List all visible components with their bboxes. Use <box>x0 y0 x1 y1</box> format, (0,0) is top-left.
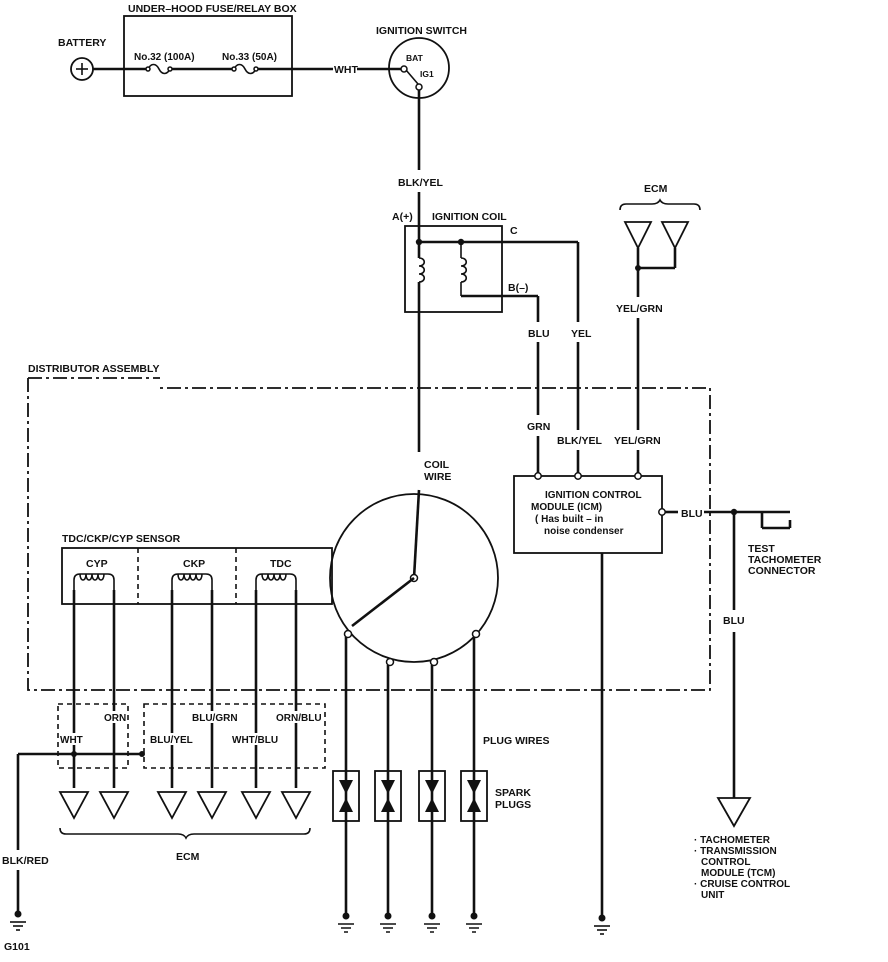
ecm-bottom-label: ECM <box>176 851 200 863</box>
spark-plugs-label-1: SPARK <box>495 787 531 799</box>
ecm-terminal-5-icon <box>240 791 272 820</box>
coil-wire-label-1: COIL <box>424 459 450 471</box>
test-label-1: TEST <box>748 543 775 555</box>
wire-blk-red: BLK/RED <box>2 855 49 867</box>
spark-plug-4-icon <box>460 770 488 822</box>
wire-wht-top: WHT <box>334 64 358 76</box>
distributor-cap <box>329 493 499 667</box>
ecm-terminal-3-icon <box>156 791 188 820</box>
cyp-coil-icon <box>73 573 115 590</box>
ecm-terminal-2-icon <box>98 791 130 820</box>
tach-label-1: · TACHOMETER <box>694 835 771 846</box>
wire-wht-left: WHT <box>60 735 83 746</box>
wire-wht-blu: WHT/BLU <box>232 735 278 746</box>
fuse-box-label: UNDER–HOOD FUSE/RELAY BOX <box>128 3 297 15</box>
tach-label-2: · TRANSMISSION <box>694 846 777 857</box>
tachometer-terminal-icon <box>716 797 752 828</box>
wire-blu-coil: BLU <box>528 328 550 340</box>
spark-plugs-label-2: PLUGS <box>495 799 531 811</box>
wire-blu-yel: BLU/YEL <box>150 735 193 746</box>
b-minus-label: B(–) <box>508 282 528 294</box>
wire-yel-grn-top: YEL/GRN <box>616 303 663 315</box>
distributor-assembly: DISTRIBUTOR ASSEMBLY <box>27 363 711 691</box>
ecm-top-terminal-2-icon <box>660 221 690 251</box>
wire-yel-grn-icm: YEL/GRN <box>614 435 661 447</box>
ignition-switch-label: IGNITION SWITCH <box>376 25 467 37</box>
primary-winding-icon <box>460 257 468 283</box>
tach-label-6: UNIT <box>701 890 724 901</box>
g101-label: G101 <box>4 941 30 953</box>
ckp-coil-icon <box>171 573 213 590</box>
ecm-top-label: ECM <box>644 183 668 195</box>
connector-box-right <box>143 703 326 769</box>
fuse-relay-box: UNDER–HOOD FUSE/RELAY BOX No.32 (100A) N… <box>123 3 297 97</box>
ecm-top: ECM <box>619 183 701 271</box>
battery-label: BATTERY <box>58 37 106 49</box>
ignition-switch: IGNITION SWITCH BAT IG1 <box>376 25 467 99</box>
wire-blu-icm: BLU <box>681 508 703 520</box>
spark-plug-3-icon <box>418 770 446 822</box>
tach-label-4: MODULE (TCM) <box>701 868 775 879</box>
ignition-coil-label: IGNITION COIL <box>432 211 507 223</box>
wire-grn: GRN <box>527 421 550 433</box>
spark-plug-1-icon <box>332 770 360 822</box>
tach-label-3: CONTROL <box>701 857 750 868</box>
secondary-winding-icon <box>418 257 426 283</box>
plug-wires-label: PLUG WIRES <box>483 735 550 747</box>
rotor <box>351 576 415 628</box>
g101-ground-icon <box>10 921 26 931</box>
tdc-ckp-cyp-sensor: TDC/CKP/CYP SENSOR CYP CKP TDC <box>61 533 333 605</box>
plug-grounds <box>338 912 482 933</box>
test-label-2: TACHOMETER <box>748 554 822 566</box>
tdc-coil-icon <box>255 573 297 590</box>
ecm-top-terminal-1-icon <box>623 221 653 251</box>
tdc-label: TDC <box>270 558 292 570</box>
a-plus-label: A(+) <box>392 211 413 223</box>
icm-label-3: ( Has built – in <box>535 514 603 525</box>
test-tachometer-connector: TEST TACHOMETER CONNECTOR <box>748 512 822 577</box>
fuse-33-icon <box>233 63 257 75</box>
switch-contact <box>405 69 419 85</box>
lower-wire-labels: ORN BLU/GRN ORN/BLU WHT BLU/YEL WHT/BLU <box>59 711 324 746</box>
wire-blk-yel-top: BLK/YEL <box>398 177 444 189</box>
icm-label-4: noise condenser <box>544 526 624 537</box>
test-label-3: CONNECTOR <box>748 565 816 577</box>
connector-box-left <box>57 703 129 769</box>
wire-blk-yel-icm: BLK/YEL <box>557 435 603 447</box>
c-terminal-label: C <box>510 225 518 237</box>
ecm-terminal-1-icon <box>58 791 90 820</box>
tach-label-5: · CRUISE CONTROL <box>694 879 790 890</box>
fuse-32-icon <box>147 63 171 75</box>
ecm-bottom-bracket <box>59 827 311 840</box>
tachometer-destinations: · TACHOMETER · TRANSMISSION CONTROL MODU… <box>694 835 790 901</box>
ckp-label: CKP <box>183 558 205 570</box>
ig1-terminal-label: IG1 <box>420 69 434 79</box>
icm-label-1: IGNITION CONTROL <box>545 490 642 501</box>
ecm-bottom: ECM <box>58 791 312 863</box>
cyp-label: CYP <box>86 558 108 570</box>
icm-ground-icon <box>594 925 610 935</box>
wire-orn-blu: ORN/BLU <box>276 713 322 724</box>
bat-terminal-label: BAT <box>406 53 424 63</box>
coil-wire-label-2: WIRE <box>424 471 451 483</box>
battery: BATTERY <box>58 37 106 81</box>
wire-orn: ORN <box>104 713 126 724</box>
spark-plug-2-icon <box>374 770 402 822</box>
fuse-32-label: No.32 (100A) <box>134 52 195 63</box>
spark-plugs: SPARK PLUGS <box>332 770 531 822</box>
distributor-assembly-label: DISTRIBUTOR ASSEMBLY <box>28 363 159 375</box>
wire-blu-right: BLU <box>723 615 745 627</box>
ecm-top-bracket <box>619 198 701 211</box>
ecm-terminal-6-icon <box>280 791 312 820</box>
icm-label-2: MODULE (ICM) <box>531 502 602 513</box>
sensor-label: TDC/CKP/CYP SENSOR <box>62 533 181 545</box>
ecm-terminal-4-icon <box>196 791 228 820</box>
ignition-control-module: IGNITION CONTROL MODULE (ICM) ( Has buil… <box>513 472 666 554</box>
fuse-33-label: No.33 (50A) <box>222 52 277 63</box>
wire-yel-coil: YEL <box>571 328 592 340</box>
wire-blu-grn: BLU/GRN <box>192 713 238 724</box>
